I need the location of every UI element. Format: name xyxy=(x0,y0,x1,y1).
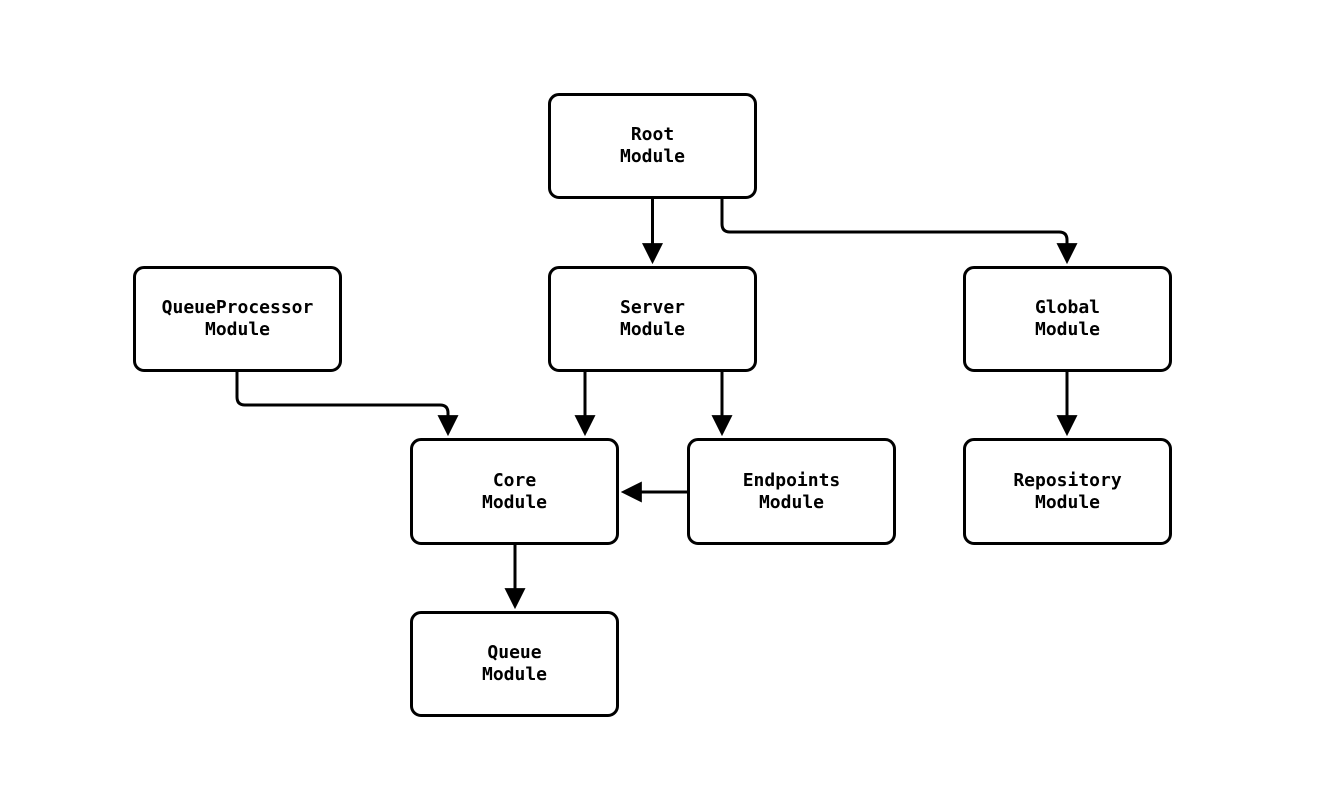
node-core-module-label: Core Module xyxy=(481,469,548,513)
node-global-module: Global Module xyxy=(963,266,1172,372)
node-global-module-label: Global Module xyxy=(1034,297,1101,340)
node-queue-module-label: Queue Module xyxy=(481,642,548,685)
node-queue-module: Queue Module xyxy=(410,611,619,717)
node-core-module: Core Module xyxy=(410,438,619,545)
node-server-module: Server Module xyxy=(548,266,757,372)
edge-queueprocessor-to-core xyxy=(235,372,459,437)
node-repository-module: Repository Module xyxy=(963,438,1172,545)
node-server-module-label: Server Module xyxy=(619,297,686,340)
node-queueprocessor-module: QueueProcessor Module xyxy=(133,266,342,372)
node-root-module-label: Root Module xyxy=(619,124,686,167)
node-endpoints-module-label: Endpoints Module xyxy=(742,469,841,513)
node-endpoints-module: Endpoints Module xyxy=(687,438,896,545)
node-queueprocessor-module-label: QueueProcessor Module xyxy=(161,297,314,340)
edge-root-to-global xyxy=(720,198,1078,265)
node-repository-module-label: Repository Module xyxy=(1013,469,1122,513)
node-root-module: Root Module xyxy=(548,93,757,199)
